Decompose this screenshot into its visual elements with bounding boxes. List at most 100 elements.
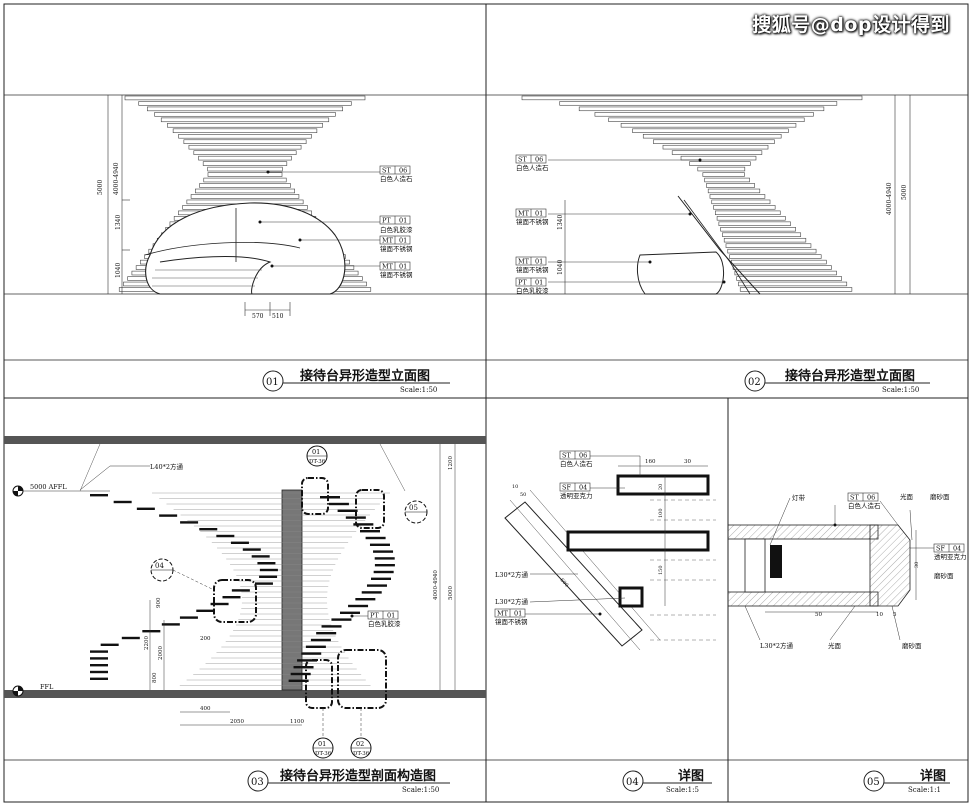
svg-text:50: 50 (520, 492, 526, 498)
svg-text:DT-36: DT-36 (353, 751, 370, 757)
panel-01-slat (198, 155, 292, 161)
panel-03-fin (321, 625, 342, 628)
svg-text:白色乳胶漆: 白色乳胶漆 (516, 286, 549, 295)
svg-text:01: 01 (399, 217, 407, 225)
svg-text:4000-4940: 4000-4940 (433, 570, 439, 600)
panel-03-fin (369, 543, 390, 546)
panel-05-title: 详图 (920, 768, 946, 784)
svg-text:04: 04 (579, 484, 587, 492)
panel-01-slat (193, 150, 297, 155)
svg-text:06: 06 (579, 452, 587, 460)
panel-01-slat (138, 101, 352, 106)
panel-01-slat (178, 134, 312, 139)
panel-03-fins (90, 494, 395, 682)
panel-03-fin (136, 507, 155, 510)
svg-text:05: 05 (409, 504, 418, 512)
svg-text:01: 01 (399, 263, 407, 271)
panel-02-slat (736, 276, 842, 281)
svg-text:30: 30 (914, 562, 920, 568)
svg-text:白色人造石: 白色人造石 (848, 501, 881, 510)
panel-01-slat (190, 194, 300, 199)
panel-03-fin (288, 679, 309, 682)
panel-03-fin (331, 618, 352, 621)
svg-text:DT-36: DT-36 (309, 459, 326, 465)
p4-tube-label-1: L30*2方通 (495, 570, 528, 579)
p5-lamp-label: 灯带 (792, 493, 806, 502)
svg-text:1200: 1200 (448, 456, 454, 470)
panel-03-fin (254, 582, 273, 585)
svg-text:MT: MT (497, 610, 509, 618)
panel-02-slat (732, 265, 832, 270)
panel-02-slat (653, 139, 775, 144)
panel-02-slats (521, 95, 863, 292)
panel-02-slat (731, 259, 827, 265)
p5-frost-face-2: 磨砂面 (934, 571, 954, 580)
panel-03-fin (196, 609, 215, 612)
svg-text:白色乳胶漆: 白色乳胶漆 (368, 619, 401, 628)
svg-text:白色人造石: 白色人造石 (380, 174, 413, 183)
panel-01-counter-shape (145, 202, 346, 295)
panel-01-slat (154, 112, 336, 117)
panel-03-fin (90, 494, 108, 497)
panel-04-scale: Scale:1:5 (666, 786, 699, 794)
panel-01-slat (160, 117, 330, 123)
panel-03-fin (337, 509, 358, 512)
panel-03-fin (90, 650, 108, 653)
panel-03-fin (242, 548, 261, 551)
panel-02-slat (671, 150, 763, 155)
svg-text:01: 01 (535, 279, 543, 287)
panel-01-slat (172, 128, 318, 134)
panel-02-slat (521, 95, 863, 101)
panel-03-fin (348, 604, 369, 608)
svg-text:MT: MT (382, 263, 394, 271)
panel-02-slat (723, 237, 807, 243)
svg-text:镜面不锈钢: 镜面不锈钢 (516, 217, 549, 226)
panel-03-fin (179, 616, 198, 619)
p3-detail-box-05 (355, 489, 385, 529)
svg-text:20: 20 (658, 484, 664, 490)
panel-03-fin (216, 534, 235, 538)
panel-01-scale: Scale:1:50 (400, 386, 437, 394)
svg-text:MT: MT (518, 258, 530, 266)
svg-text:2050: 2050 (230, 719, 244, 725)
svg-text:SF: SF (936, 545, 945, 553)
svg-text:800: 800 (152, 672, 158, 683)
p3-core-column (281, 489, 303, 691)
p3-callout-05: 05 (404, 500, 428, 524)
panel-01-slat (188, 144, 302, 150)
panel-01-slat (147, 106, 343, 112)
panel-03-section: 5000 AFFL FFL L40*2方通 01 DT-36 05 (4, 436, 486, 794)
panel-03-title: 接待台异形造型剖面构造图 (280, 768, 436, 784)
panel-03-fin (259, 575, 278, 578)
p5-light-face: 光面 (900, 492, 914, 501)
svg-text:01: 01 (535, 210, 543, 218)
panel-01-slat (124, 95, 366, 101)
panel-03-fin (316, 632, 337, 635)
panel-03-fin (374, 557, 395, 560)
svg-text:2200: 2200 (144, 636, 150, 650)
svg-text:镜面不锈钢: 镜面不锈钢 (516, 265, 549, 274)
p1-dim-upper: 1340 (115, 215, 122, 230)
panel-02-title-block: 02 接待台异形造型立面图 Scale:1:50 (744, 368, 930, 394)
panel-05-scale: Scale:1:1 (908, 786, 941, 794)
panel-02-slat (689, 161, 751, 166)
svg-text:10: 10 (512, 484, 518, 490)
panel-03-fin (360, 530, 381, 533)
p3-tube-label: L40*2方通 (150, 462, 183, 471)
panel-02-slat (704, 177, 750, 183)
p3-callout-01-top: 01 DT-36 (306, 445, 328, 467)
panel-02-scale: Scale:1:50 (882, 386, 919, 394)
panel-01-slat (203, 177, 287, 183)
panel-02-slat (709, 194, 766, 199)
panel-03-fin (355, 598, 376, 601)
panel-02-slat (734, 270, 837, 276)
panel-03-fin (113, 500, 132, 504)
svg-text:透明亚克力: 透明亚克力 (934, 552, 967, 561)
panel-03-fin (90, 670, 108, 674)
panel-03-fin (90, 657, 108, 660)
panel-02-slat (729, 254, 822, 259)
panel-04-number: 04 (626, 777, 639, 788)
panel-03-fin (374, 564, 395, 567)
